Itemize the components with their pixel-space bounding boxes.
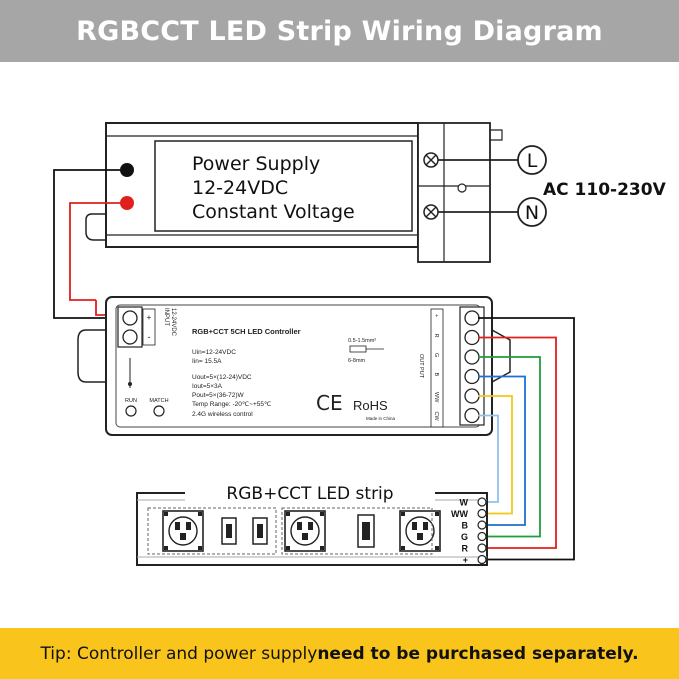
- title-bar: RGBCCT LED Strip Wiring Diagram: [0, 0, 679, 62]
- output-wire: [478, 375, 526, 526]
- output-wire: [478, 414, 499, 503]
- strip-pin-label: +: [463, 555, 468, 565]
- ac-voltage-label: AC 110-230V: [543, 180, 667, 200]
- out-pin-label: B: [433, 373, 439, 377]
- input-voltage: 12-24VDC: [170, 308, 176, 337]
- tip-bold-text: need to be purchased separately.: [317, 643, 639, 664]
- ac-n-circle: [517, 197, 547, 227]
- strip-pin-label: WW: [451, 509, 468, 519]
- red-power-wire: [69, 202, 120, 301]
- match-label: MATCH: [149, 398, 168, 404]
- ac-n-label: N: [525, 202, 539, 224]
- output-label: OUT PUT: [418, 354, 424, 379]
- spec-3: Iout=5×3A: [192, 383, 223, 390]
- spec-2: Uout=5×(12-24)VDC: [192, 374, 252, 381]
- input-label: INPUT: [163, 308, 169, 326]
- strip-pad: [477, 554, 487, 565]
- wire-gauge: 0.5-1.5mm²: [348, 338, 376, 344]
- output-wires: [478, 317, 575, 561]
- spec-6: 2.4G wireless control: [192, 411, 253, 418]
- ps-negative-terminal: [120, 163, 134, 177]
- output-wire: [478, 356, 541, 538]
- out-pin-label: WW: [433, 392, 439, 403]
- out-terminal: [464, 388, 480, 404]
- out-pin-label: CW: [433, 412, 439, 422]
- strip-pad: [477, 508, 487, 519]
- match-button: [153, 405, 165, 417]
- run-indicator: [125, 405, 137, 417]
- led-strip: RGB+CCT LED strip WWW BGR+: [136, 482, 488, 566]
- input-plus: +: [147, 313, 152, 322]
- strip-pin-label: G: [461, 532, 468, 542]
- input-minus: -: [148, 332, 151, 342]
- strip-pin-label: R: [462, 544, 469, 554]
- strip-pin-label: B: [462, 521, 469, 531]
- controller-name: RGB+CCT 5CH LED Controller: [192, 327, 301, 336]
- power-supply: Power Supply 12-24VDC Constant Voltage: [85, 122, 503, 263]
- made-in-label: Made in China: [366, 416, 396, 421]
- strip-pad: [477, 543, 487, 553]
- out-pin-label: R: [433, 334, 439, 338]
- ac-l-label: L: [527, 150, 538, 172]
- out-terminal: [464, 329, 480, 346]
- ce-mark: CE: [316, 391, 343, 415]
- out-pin-label: G: [433, 353, 439, 357]
- controller: + - INPUT 12-24VDC RGB+CCT 5CH LED Contr…: [77, 296, 511, 436]
- spec-1: Iin= 15.5A: [192, 358, 222, 365]
- run-label: RUN: [125, 398, 137, 404]
- page-title: RGBCCT LED Strip Wiring Diagram: [76, 15, 603, 47]
- output-wire: [478, 395, 513, 515]
- spec-5: Temp Range: -20℃~+55℃: [192, 401, 272, 408]
- out-pin-label: +: [433, 314, 439, 317]
- ps-positive-terminal: [120, 196, 134, 210]
- spec-4: Pout=5×(36-72)W: [192, 392, 245, 399]
- spec-0: Uin=12-24VDC: [192, 349, 236, 356]
- strip-length: 6-8mm: [348, 358, 366, 364]
- strip-pad: [477, 497, 487, 507]
- strip-pad: [477, 520, 487, 530]
- led-chip: [399, 510, 441, 552]
- rohs-label: RoHS: [353, 398, 388, 413]
- output-wire: [478, 336, 557, 549]
- out-terminal: [464, 349, 480, 365]
- ps-line2: 12-24VDC: [192, 177, 288, 199]
- tip-text: Tip: Controller and power supply: [40, 643, 318, 664]
- tip-bar: Tip: Controller and power supply need to…: [0, 628, 679, 679]
- ac-l-circle: [517, 145, 547, 175]
- ps-line3: Constant Voltage: [192, 201, 355, 223]
- output-wire: [478, 317, 575, 561]
- black-power-wire: [53, 169, 128, 319]
- strip-pin-label: W: [460, 498, 469, 508]
- strip-label: RGB+CCT LED strip: [226, 484, 393, 504]
- led-chip: [162, 510, 204, 552]
- ps-line1: Power Supply: [192, 153, 320, 175]
- strip-pad: [477, 531, 487, 542]
- led-chip: [284, 510, 326, 552]
- out-terminal: [464, 368, 480, 385]
- out-terminal: [464, 407, 480, 424]
- out-terminal: [464, 310, 480, 326]
